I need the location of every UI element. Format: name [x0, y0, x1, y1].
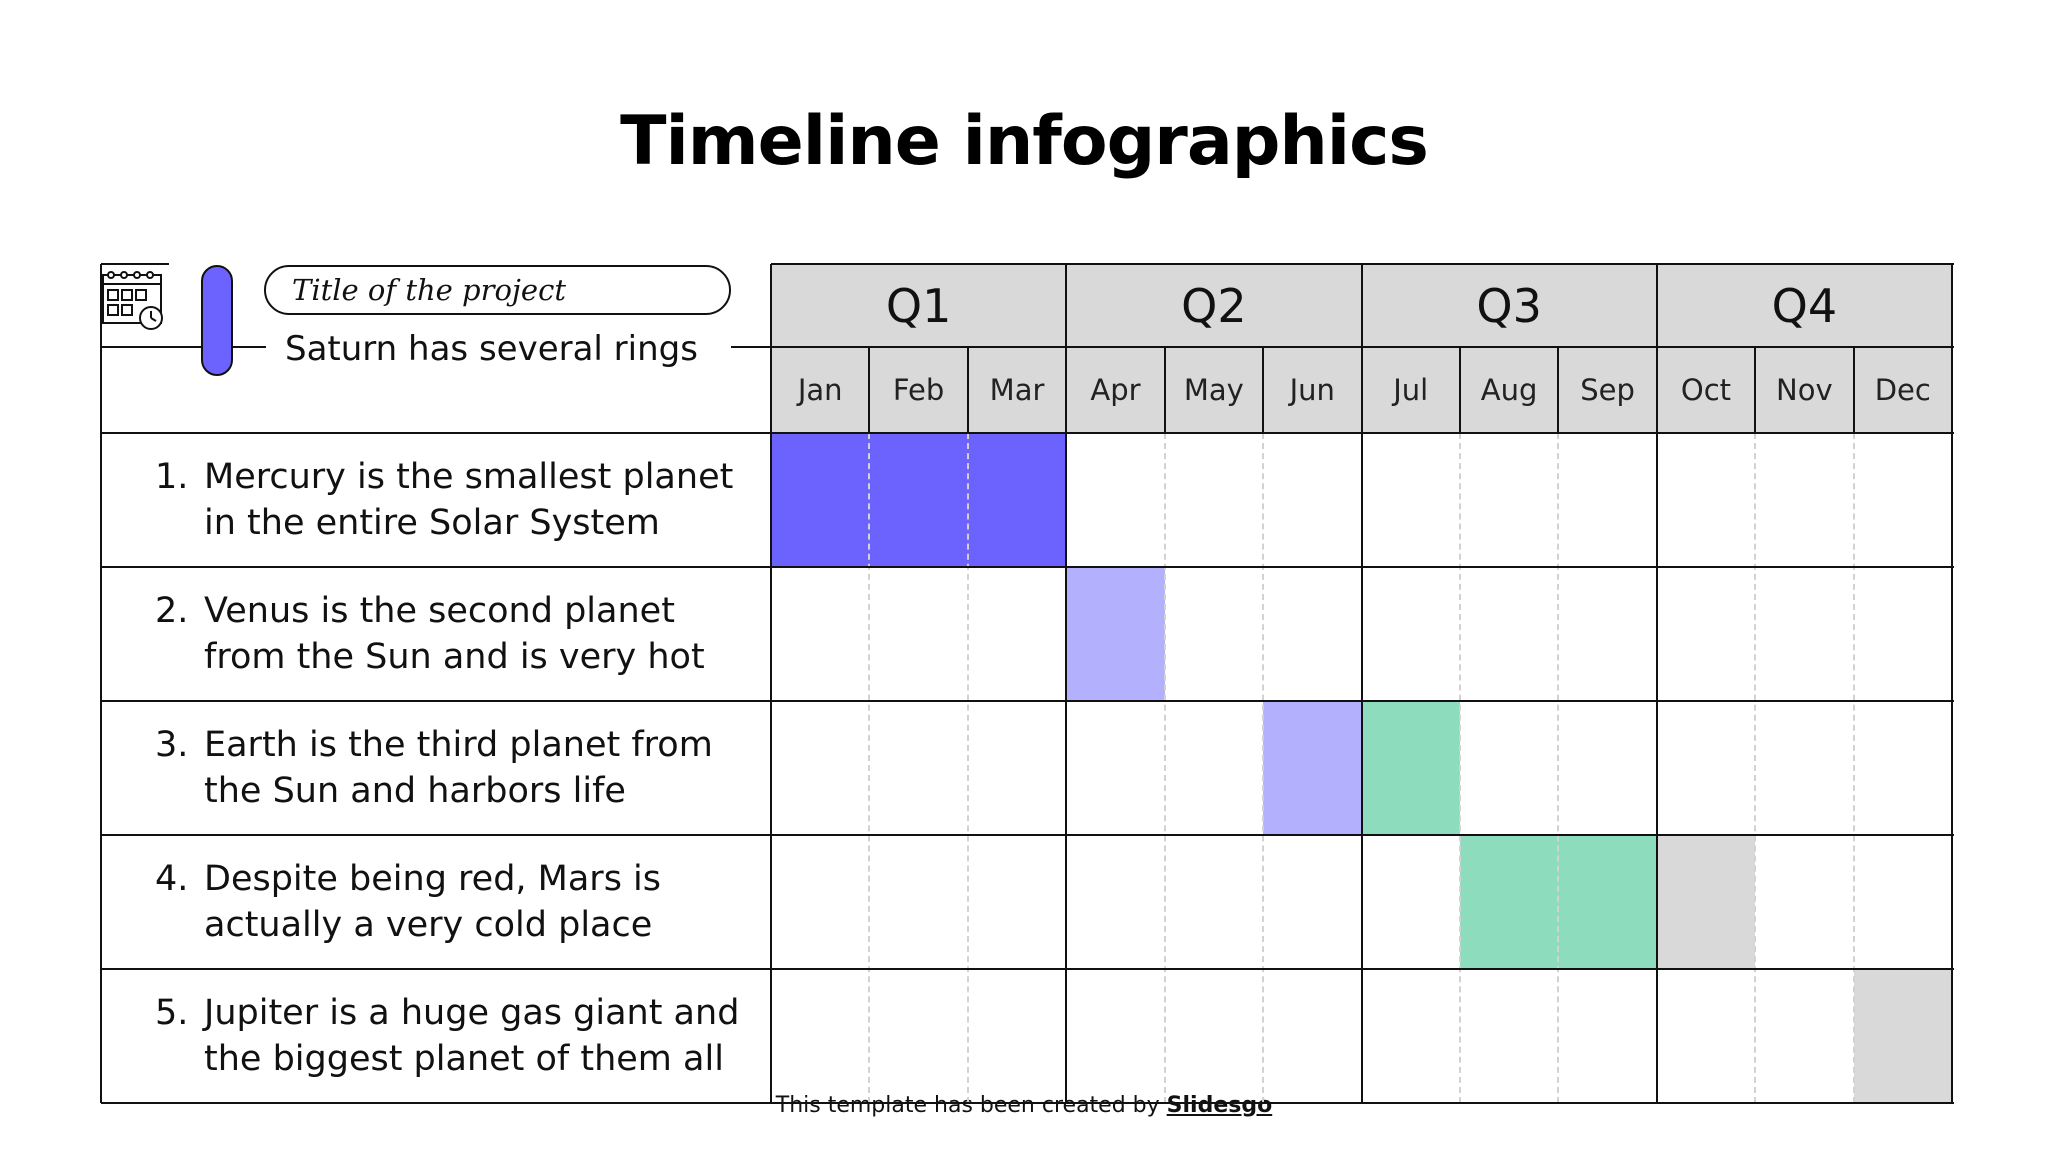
gantt-bar [1066, 567, 1165, 701]
month-header-divider [1557, 347, 1560, 433]
footer-credit: This template has been created by Slides… [0, 1093, 2048, 1118]
quarter-label-q4: Q4 [1771, 278, 1838, 333]
month-header-divider [1163, 347, 1166, 433]
task-description: Despite being red, Mars is actually a ve… [204, 859, 662, 945]
task-description: Jupiter is a huge gas giant and the bigg… [204, 993, 740, 1079]
month-divider-dashed [1163, 433, 1166, 1103]
gantt-bar [1656, 835, 1756, 969]
quarter-divider [770, 264, 772, 1103]
project-title-pill: Title of the project [264, 265, 731, 315]
purple-handle-shape [201, 265, 233, 376]
footer-brand-link[interactable]: Slidesgo [1166, 1093, 1273, 1118]
footer-prefix: This template has been created by [775, 1093, 1167, 1118]
month-divider-dashed [1852, 433, 1855, 1103]
gantt-bar [1361, 701, 1460, 835]
month-label-jul: Jul [1393, 373, 1429, 407]
month-divider-dashed [1754, 433, 1757, 1103]
month-label-jun: Jun [1289, 373, 1335, 407]
table-gridline-horizontal [101, 834, 1954, 836]
task-description: Mercury is the smallest planet in the en… [204, 457, 734, 543]
table-gridline-horizontal [101, 968, 1954, 970]
quarter-divider [1065, 264, 1068, 1103]
quarter-label-q3: Q3 [1476, 278, 1542, 333]
gantt-bar [1558, 835, 1657, 969]
month-divider-dashed [868, 433, 871, 1103]
quarter-divider [1360, 264, 1363, 1103]
task-number: 1. [155, 457, 189, 497]
month-divider-dashed [966, 433, 969, 1103]
quarter-label-q2: Q2 [1181, 278, 1247, 333]
month-label-jan: Jan [797, 373, 843, 407]
table-gridline-horizontal [771, 263, 1954, 265]
project-subtitle: Saturn has several rings [285, 329, 698, 369]
month-label-dec: Dec [1874, 373, 1931, 407]
month-label-feb: Feb [892, 373, 945, 407]
task-number: 5. [155, 993, 189, 1033]
gantt-bar [771, 433, 1067, 567]
month-divider-dashed [1458, 433, 1461, 1103]
month-label-apr: Apr [1090, 373, 1141, 407]
month-header-divider [1852, 347, 1855, 433]
month-divider-dashed [1557, 433, 1560, 1103]
task-number: 3. [155, 725, 189, 765]
gantt-bar [1263, 701, 1362, 835]
quarter-divider [1655, 264, 1658, 1103]
month-divider-dashed [1262, 433, 1265, 1103]
calendar-clock-icon [102, 271, 163, 330]
task-number: 4. [155, 859, 189, 899]
table-left-border [100, 264, 102, 1103]
table-gridline-horizontal [101, 700, 1954, 702]
month-header-divider [1458, 347, 1461, 433]
table-gridline-horizontal [233, 346, 266, 348]
month-header-divider [1262, 347, 1265, 433]
task-description: Earth is the third planet from the Sun a… [204, 725, 713, 811]
task-number: 2. [155, 591, 189, 631]
month-label-mar: Mar [989, 373, 1045, 407]
table-gridline-horizontal [101, 263, 169, 265]
month-header-divider [1754, 347, 1757, 433]
month-label-nov: Nov [1776, 373, 1833, 407]
table-gridline-horizontal [101, 432, 1954, 434]
table-gridline-horizontal [101, 566, 1954, 568]
gantt-bar [1459, 835, 1559, 969]
month-header-divider [966, 347, 969, 433]
page-title: Timeline infographics [620, 102, 1429, 181]
table-gridline-horizontal [101, 346, 203, 348]
table-gridline-horizontal [731, 346, 1954, 348]
quarter-label-q1: Q1 [885, 278, 952, 333]
month-header-divider [868, 347, 871, 433]
month-label-may: May [1183, 373, 1244, 407]
gantt-bar [1853, 969, 1952, 1103]
month-label-oct: Oct [1680, 373, 1732, 407]
table-gridline-horizontal [101, 1102, 1954, 1104]
month-label-aug: Aug [1480, 373, 1538, 407]
quarter-divider [1951, 264, 1953, 1103]
month-label-sep: Sep [1580, 373, 1635, 407]
task-description: Venus is the second planet from the Sun … [204, 591, 705, 677]
